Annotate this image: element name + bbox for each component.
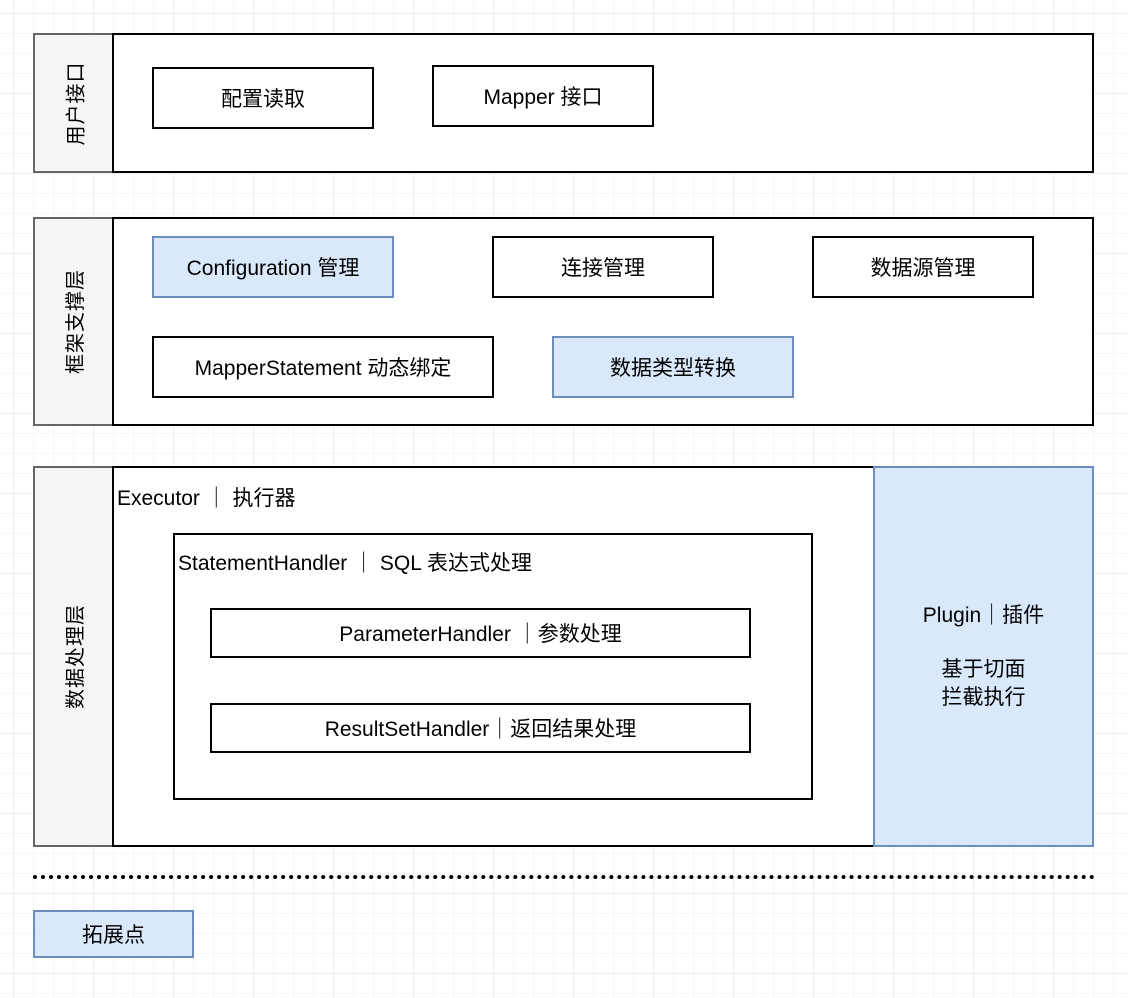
framework-layer-title: 框架支撑层 xyxy=(65,269,87,374)
executor-title: Executor ｜ 执行器 xyxy=(117,487,296,510)
plugin-title: Plugin｜插件 xyxy=(922,603,1045,627)
data-layer-label: 数据处理层 xyxy=(33,466,114,847)
config-read-label: 配置读取 xyxy=(221,88,305,111)
mapper-interface-label: Mapper 接口 xyxy=(483,86,603,109)
legend-separator xyxy=(33,875,1095,879)
plugin-box[interactable]: Plugin｜插件 基于切面 拦截执行 xyxy=(873,466,1094,847)
data-layer-title: 数据处理层 xyxy=(65,604,87,709)
connection-management-label: 连接管理 xyxy=(561,257,645,280)
resultset-handler-label: ResultSetHandler｜返回结果处理 xyxy=(324,718,637,741)
user-interface-layer-title: 用户接口 xyxy=(65,61,87,145)
parameter-handler-box[interactable]: ParameterHandler ｜参数处理 xyxy=(210,608,751,658)
framework-layer-label: 框架支撑层 xyxy=(33,217,114,426)
statement-handler-title: StatementHandler ｜ SQL 表达式处理 xyxy=(178,552,533,575)
datasource-management-box[interactable]: 数据源管理 xyxy=(812,236,1034,298)
mapper-statement-binding-label: MapperStatement 动态绑定 xyxy=(194,357,452,380)
type-conversion-label: 数据类型转换 xyxy=(610,357,736,380)
type-conversion-box[interactable]: 数据类型转换 xyxy=(552,336,794,398)
legend-extension-point: 拓展点 xyxy=(33,910,194,958)
datasource-management-label: 数据源管理 xyxy=(870,257,976,280)
resultset-handler-box[interactable]: ResultSetHandler｜返回结果处理 xyxy=(210,703,751,753)
parameter-handler-label: ParameterHandler ｜参数处理 xyxy=(339,623,622,646)
connection-management-box[interactable]: 连接管理 xyxy=(492,236,714,298)
legend-extension-label: 拓展点 xyxy=(82,924,145,947)
plugin-desc-line2: 拦截执行 xyxy=(941,685,1026,709)
mapper-interface-box[interactable]: Mapper 接口 xyxy=(432,65,654,127)
mapper-statement-binding-box[interactable]: MapperStatement 动态绑定 xyxy=(152,336,494,398)
plugin-desc-line1: 基于切面 xyxy=(941,657,1026,681)
statement-handler-container xyxy=(173,533,813,800)
configuration-management-label: Configuration 管理 xyxy=(186,257,360,280)
configuration-management-box[interactable]: Configuration 管理 xyxy=(152,236,394,298)
user-interface-layer-label: 用户接口 xyxy=(33,33,114,173)
config-read-box[interactable]: 配置读取 xyxy=(152,67,374,129)
